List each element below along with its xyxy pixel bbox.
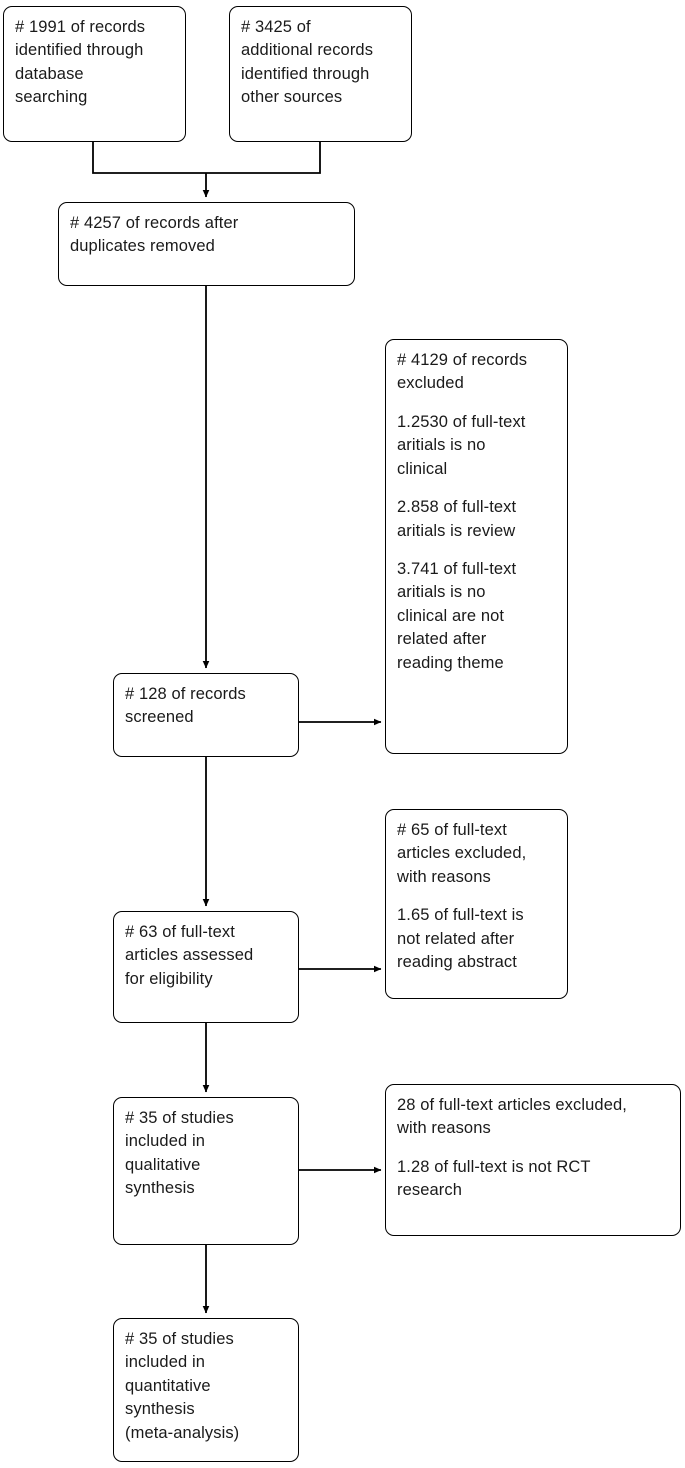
node-full-text-assessed-for-eligibility[interactable]: # 63 of full-text articles assessed for … [113,911,299,1023]
node-identification-database[interactable]: # 1991 of records identified through dat… [3,6,186,142]
node-records-excluded-line-4: 3.741 of full-text aritials is no clinic… [397,559,517,672]
node-identification-database-text: # 1991 of records identified through dat… [15,18,146,107]
edge-identification-merge [92,142,321,198]
node-quantitative-synthesis-text: # 35 of studies included in quantitative… [125,1330,240,1442]
node-records-screened[interactable]: # 128 of records screened [113,673,299,757]
node-full-text-excluded-not-rct-line-2: 1.28 of full-text is not RCT research [397,1157,591,1200]
node-records-excluded-line-3: 2.858 of full-text aritials is review [397,498,517,540]
node-full-text-excluded-with-reasons-line-2: 1.65 of full-text is not related after r… [397,906,524,972]
node-full-text-excluded-with-reasons-line-1: # 65 of full-text articles excluded, wit… [397,821,527,886]
node-qualitative-synthesis[interactable]: # 35 of studies included in qualitative … [113,1097,299,1245]
node-records-screened-text: # 128 of records screened [125,685,246,727]
node-full-text-excluded-with-reasons[interactable]: # 65 of full-text articles excluded, wit… [385,809,568,999]
node-full-text-excluded-not-rct-line-1: 28 of full-text articles excluded, with … [397,1096,627,1138]
node-identification-other-sources[interactable]: # 3425 of additional records identified … [229,6,412,142]
node-records-excluded[interactable]: # 4129 of records excluded 1.2530 of ful… [385,339,568,754]
node-records-after-duplicates-removed[interactable]: # 4257 of records after duplicates remov… [58,202,355,286]
node-records-excluded-line-2: 1.2530 of full-text aritials is no clini… [397,412,526,478]
node-identification-other-sources-text: # 3425 of additional records identified … [241,18,374,107]
node-records-after-duplicates-removed-text: # 4257 of records after duplicates remov… [70,214,239,256]
node-quantitative-synthesis[interactable]: # 35 of studies included in quantitative… [113,1318,299,1462]
node-full-text-assessed-for-eligibility-text: # 63 of full-text articles assessed for … [125,923,254,988]
node-qualitative-synthesis-text: # 35 of studies included in qualitative … [125,1109,234,1198]
node-full-text-excluded-not-rct[interactable]: 28 of full-text articles excluded, with … [385,1084,681,1236]
node-records-excluded-line-1: # 4129 of records excluded [397,351,528,393]
